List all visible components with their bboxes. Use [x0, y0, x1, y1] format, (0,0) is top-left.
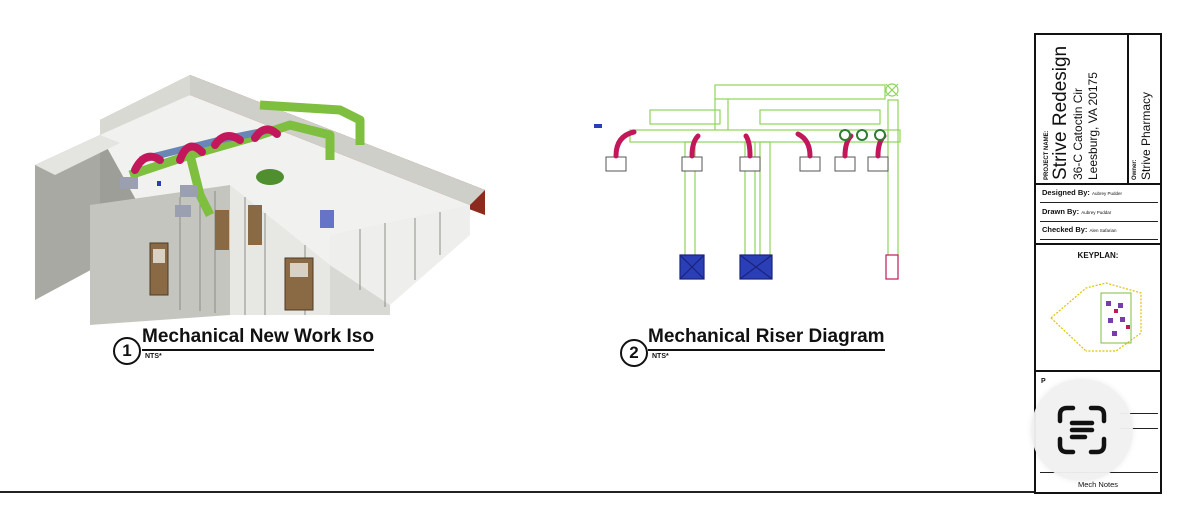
text-scan-button[interactable] [1031, 379, 1133, 481]
view-number-2: 2 [620, 339, 648, 367]
view-title-2: Mechanical Riser Diagram [648, 326, 885, 351]
keyplan-label: KEYPLAN: [1077, 251, 1119, 260]
sheet-name: Mech Notes [1077, 480, 1119, 489]
sheet-info-label-partial: P [1041, 378, 1046, 385]
view-title-1: Mechanical New Work Iso [142, 326, 374, 351]
owner-label: Owner: [1132, 159, 1138, 180]
checked-by-row: Checked By: Alen Safarian [1042, 225, 1117, 234]
mechanical-iso-drawing [35, 75, 485, 325]
keyplan-drawing [1050, 282, 1142, 352]
designed-by-row: Designed By: Aubrey Pudder [1042, 188, 1123, 197]
view-number-1: 1 [113, 337, 141, 365]
drawn-by-row: Drawn By: Aubrey Puddar [1042, 207, 1112, 216]
project-address-line1: 36-C Catoctin Cir [1071, 87, 1085, 180]
owner-name: Strive Pharmacy [1139, 91, 1153, 180]
text-scan-icon [1057, 405, 1107, 455]
project-address-line2: Leesburg, VA 20175 [1086, 72, 1100, 180]
view-scale-2: NTS* [652, 353, 669, 360]
sheet-bottom-rule [0, 491, 1034, 493]
view-scale-1: NTS* [145, 353, 162, 360]
owner-divider [1127, 35, 1129, 183]
project-name: Strive Redesign [1050, 45, 1071, 180]
mechanical-riser-diagram [594, 83, 901, 280]
